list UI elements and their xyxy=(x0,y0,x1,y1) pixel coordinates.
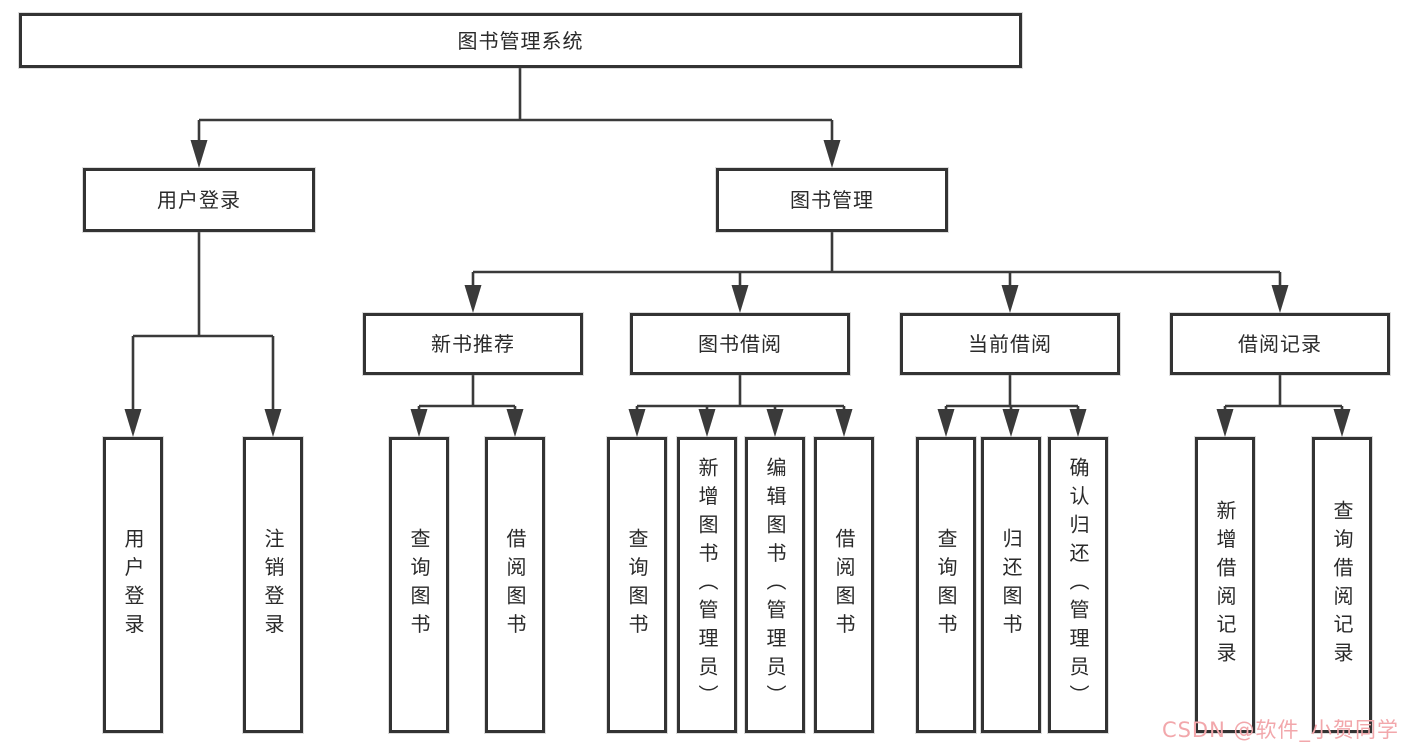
arrowhead xyxy=(464,285,482,313)
node-label: 借阅记录 xyxy=(1238,332,1322,356)
arrowhead xyxy=(823,140,841,168)
arrowhead xyxy=(1271,285,1289,313)
node-label: 确认归还（管理员） xyxy=(1066,457,1090,713)
node-label: 新增图书（管理员） xyxy=(695,457,719,713)
node-current-borrowing: 当前借阅 xyxy=(900,313,1120,375)
arrowhead xyxy=(1069,409,1087,437)
leaf-confirm-return-admin: 确认归还（管理员） xyxy=(1048,437,1108,733)
leaf-query-books-2: 查询图书 xyxy=(607,437,667,733)
arrowhead xyxy=(124,409,142,437)
arrowhead xyxy=(731,285,749,313)
node-label: 图书管理 xyxy=(790,188,874,212)
node-label: 当前借阅 xyxy=(968,332,1052,356)
node-label: 用户登录 xyxy=(121,528,145,642)
arrowhead xyxy=(835,409,853,437)
node-label: 借阅图书 xyxy=(503,528,527,642)
node-user-login: 用户登录 xyxy=(83,168,315,232)
arrowhead xyxy=(410,409,428,437)
leaf-query-books-3: 查询图书 xyxy=(916,437,976,733)
node-label: 用户登录 xyxy=(157,188,241,212)
node-label: 查询图书 xyxy=(625,528,649,642)
leaf-edit-book-admin: 编辑图书（管理员） xyxy=(745,437,805,733)
node-borrowing-records: 借阅记录 xyxy=(1170,313,1390,375)
node-label: 查询图书 xyxy=(407,528,431,642)
leaf-borrow-books-1: 借阅图书 xyxy=(485,437,545,733)
node-label: 图书管理系统 xyxy=(457,28,584,53)
node-label: 借阅图书 xyxy=(832,528,856,642)
arrowhead xyxy=(506,409,524,437)
arrowhead xyxy=(1333,409,1351,437)
leaf-query-books-1: 查询图书 xyxy=(389,437,449,733)
arrowhead xyxy=(937,409,955,437)
arrowhead xyxy=(628,409,646,437)
arrowhead xyxy=(264,409,282,437)
node-label: 新增借阅记录 xyxy=(1213,499,1237,671)
arrowhead xyxy=(766,409,784,437)
watermark-text: CSDN @软件_小贺同学 xyxy=(1161,718,1399,742)
leaf-add-borrow-record: 新增借阅记录 xyxy=(1195,437,1255,733)
leaf-add-book-admin: 新增图书（管理员） xyxy=(677,437,737,733)
node-new-book-recommend: 新书推荐 xyxy=(363,313,583,375)
node-label: 新书推荐 xyxy=(431,332,515,356)
arrowhead xyxy=(1001,285,1019,313)
leaf-return-book: 归还图书 xyxy=(981,437,1041,733)
node-label: 编辑图书（管理员） xyxy=(763,457,787,713)
node-label: 图书借阅 xyxy=(698,332,782,356)
arrowhead xyxy=(190,140,208,168)
arrowhead xyxy=(1216,409,1234,437)
leaf-logout: 注销登录 xyxy=(243,437,303,733)
node-library-system: 图书管理系统 xyxy=(19,13,1022,68)
node-label: 查询图书 xyxy=(934,528,958,642)
leaf-user-login: 用户登录 xyxy=(103,437,163,733)
arrowhead xyxy=(698,409,716,437)
node-label: 归还图书 xyxy=(999,528,1023,642)
leaf-borrow-books-2: 借阅图书 xyxy=(814,437,874,733)
node-label: 查询借阅记录 xyxy=(1330,499,1354,671)
node-label: 注销登录 xyxy=(261,528,285,642)
node-book-borrowing: 图书借阅 xyxy=(630,313,850,375)
arrowhead xyxy=(1002,409,1020,437)
leaf-query-borrow-record: 查询借阅记录 xyxy=(1312,437,1372,733)
node-book-management: 图书管理 xyxy=(716,168,948,232)
